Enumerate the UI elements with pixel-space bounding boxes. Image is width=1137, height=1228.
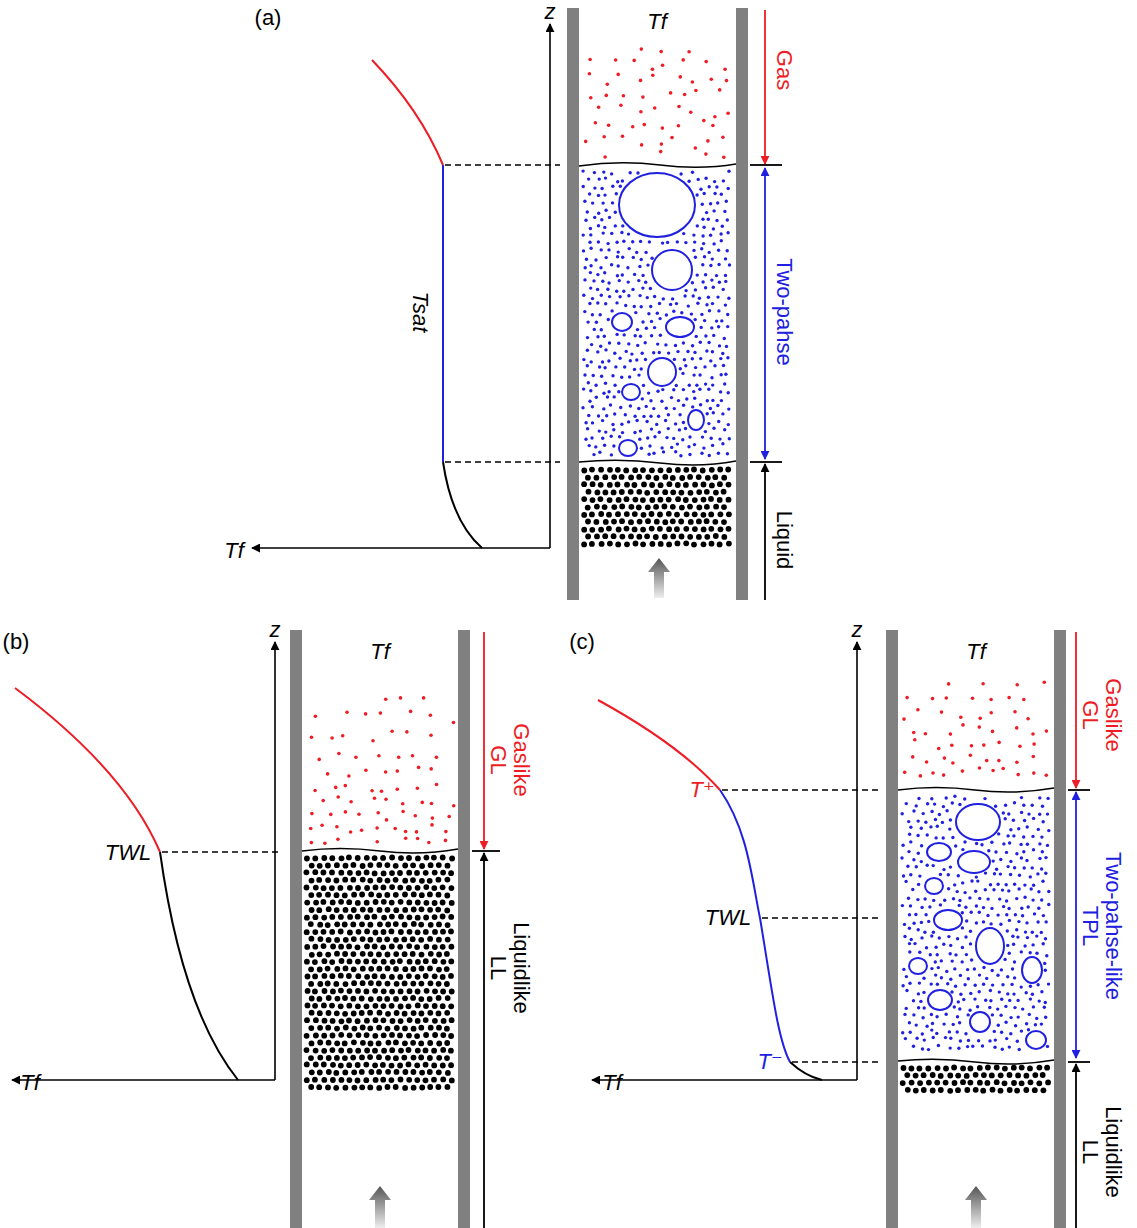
tube-label: Tf: [647, 10, 667, 33]
region-label: Gaslike GL: [1079, 671, 1125, 759]
region-label: Gaslike GL: [487, 716, 533, 804]
temperature-label: TWL: [705, 906, 751, 929]
axis: [12, 24, 857, 1080]
axis-label: z: [545, 0, 556, 23]
temperature-label: Tsat: [408, 292, 431, 333]
region-label: Liquid: [772, 511, 795, 570]
flow-arrow: [369, 558, 987, 1228]
axis-label: z: [852, 618, 863, 641]
axis-label: Tf: [20, 1071, 40, 1094]
region-label: Two-pahse: [772, 258, 795, 366]
dashed-line: [162, 165, 878, 1062]
panel-label: (b): [3, 630, 30, 653]
axis-label: z: [270, 618, 281, 641]
temperature-label: T⁻: [757, 1050, 782, 1073]
panel-label: (a): [255, 6, 282, 29]
tube-wall: [290, 8, 1066, 1228]
temperature-label: TWL: [105, 841, 151, 864]
region-label: Liquidlike LL: [487, 917, 533, 1018]
axis-label: Tf: [224, 539, 244, 562]
interface: [302, 163, 1054, 1064]
axis-label: Tf: [602, 1071, 622, 1094]
temperature-profile: [15, 60, 822, 1080]
region-arrow: [472, 10, 1090, 1228]
panel-label: (c): [569, 630, 595, 653]
tube-label: Tf: [966, 640, 986, 663]
region-label: Liquidlike LL: [1079, 1101, 1125, 1202]
region-label: Two-pahse-like TPL: [1079, 838, 1125, 1014]
region-label: Gas: [772, 50, 795, 90]
tube-label: Tf: [370, 640, 390, 663]
temperature-label: T⁺: [689, 778, 714, 801]
